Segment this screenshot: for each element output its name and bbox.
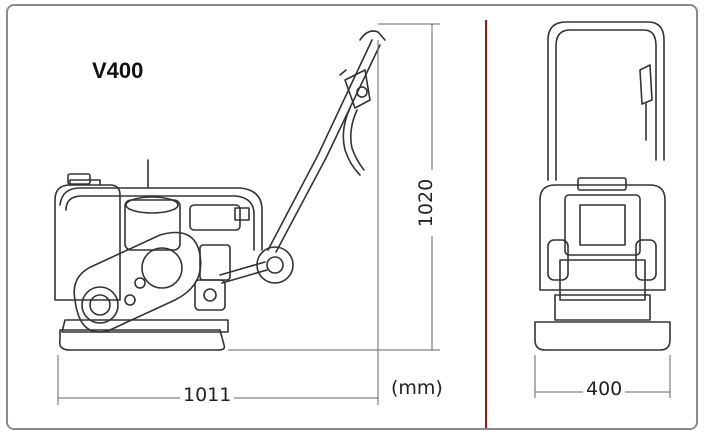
height-dimension: 1020 <box>415 170 437 236</box>
model-label: V400 <box>92 58 144 83</box>
width-dimension: 400 <box>583 378 626 400</box>
dimension-lines <box>57 23 671 405</box>
side-view-machine <box>54 30 386 351</box>
unit-label: (mm) <box>391 377 443 399</box>
front-view-machine <box>534 21 671 351</box>
length-dimension: 1011 <box>180 384 235 406</box>
drawing-frame <box>6 4 698 430</box>
